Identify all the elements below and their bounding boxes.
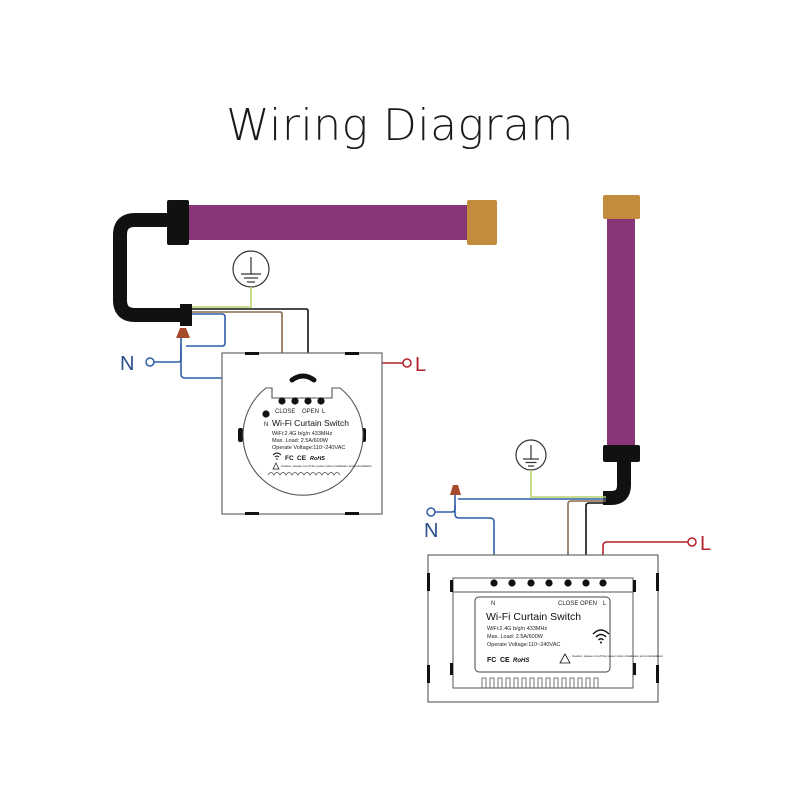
left-neutral-supply-wire — [154, 338, 182, 363]
right-live-supply-terminal — [687, 537, 697, 547]
right-neutral-supply-wire — [435, 495, 456, 513]
right-motor-end-cap — [603, 195, 640, 219]
right-close-wire — [567, 500, 606, 580]
right-open-wire — [585, 502, 606, 580]
left-wiring-diagram: N L CLOSE OPEN L N — [113, 200, 497, 515]
diagram-title: Wiring Diagram — [226, 100, 574, 151]
right-live-wire — [602, 541, 688, 580]
right-wiring-diagram: N L N CLOSE OPEN — [424, 195, 711, 703]
right-motor-tube — [607, 219, 635, 446]
left-open-wire — [192, 308, 309, 399]
left-cert-rohs: RoHS — [310, 456, 325, 462]
right-terminal-n-label: N — [491, 601, 495, 607]
left-cable-end — [180, 304, 192, 326]
right-switch-device: N CLOSE OPEN L Wi-Fi Curtain Switch WiFi… — [427, 554, 663, 703]
right-neutral-supply-terminal — [426, 507, 436, 517]
left-cert-ce: CE — [297, 455, 307, 462]
left-terminal-l-label: L — [322, 409, 326, 415]
left-device-spec-voltage: Operate Voltage:110~240VAC — [272, 445, 345, 451]
right-motor-cable — [603, 462, 631, 505]
right-wifi-icon — [592, 629, 610, 644]
right-terminal-open-label: OPEN — [580, 601, 597, 607]
right-device-spec-wifi: WiFi:2.4G b/g/n 433MHz — [487, 626, 547, 632]
left-device-name: Wi-Fi Curtain Switch — [272, 418, 349, 428]
left-caution-text: Caution: please cut off the power when i… — [281, 464, 372, 468]
left-terminal-open-label: OPEN — [302, 409, 319, 415]
right-cert-ce: CE — [500, 657, 510, 664]
left-terminal-n-label: N — [264, 422, 268, 428]
left-caution-icon — [272, 462, 280, 470]
left-motor-head — [167, 200, 189, 245]
left-close-wire — [192, 311, 283, 399]
left-neutral-label: N — [120, 353, 134, 375]
left-motor-tube — [185, 205, 467, 240]
right-terminal-l-label: L — [603, 601, 607, 607]
left-wifi-icon — [272, 452, 282, 460]
left-live-label: L — [415, 354, 426, 376]
left-neutral-supply-terminal — [145, 357, 155, 367]
left-earth-symbol-icon — [232, 250, 270, 288]
right-terminal-close-label: CLOSE — [558, 601, 578, 607]
right-live-label: L — [700, 533, 711, 555]
left-terminal-close-label: CLOSE — [275, 409, 295, 415]
left-switch-device: CLOSE OPEN L N Wi-Fi Curtain Switch WiFi… — [221, 352, 383, 515]
left-device-spec-wifi: WiFi:2.4G b/g/n 433MHz — [272, 431, 332, 437]
left-device-spec-load: Max. Load: 2.5A/600W — [272, 438, 329, 444]
right-wire-connector-icon — [450, 485, 461, 495]
left-neutral-motor-wire — [186, 313, 226, 347]
right-cert-rohs: RoHS — [513, 658, 529, 664]
left-earth-wire — [192, 287, 252, 308]
left-wire-connector-icon — [176, 328, 190, 338]
left-motor-cable — [113, 213, 188, 322]
right-caution-text: Caution: please cut off the power when i… — [572, 654, 663, 658]
right-device-spec-load: Max. Load: 2.5A/600W — [487, 634, 544, 640]
right-neutral-switch-wire — [454, 505, 495, 580]
right-caution-icon — [559, 653, 571, 664]
left-motor-end-cap — [467, 200, 497, 245]
right-earth-symbol-icon — [515, 439, 547, 471]
left-cert-fc: FC — [285, 455, 294, 462]
right-device-name: Wi-Fi Curtain Switch — [486, 611, 581, 623]
right-neutral-label: N — [424, 520, 438, 542]
right-cert-fc: FC — [487, 657, 496, 664]
right-earth-wire — [530, 470, 606, 498]
right-device-spec-voltage: Operate Voltage:110~240VAC — [487, 642, 560, 648]
right-motor-head — [603, 445, 640, 462]
left-live-supply-terminal — [402, 358, 412, 368]
